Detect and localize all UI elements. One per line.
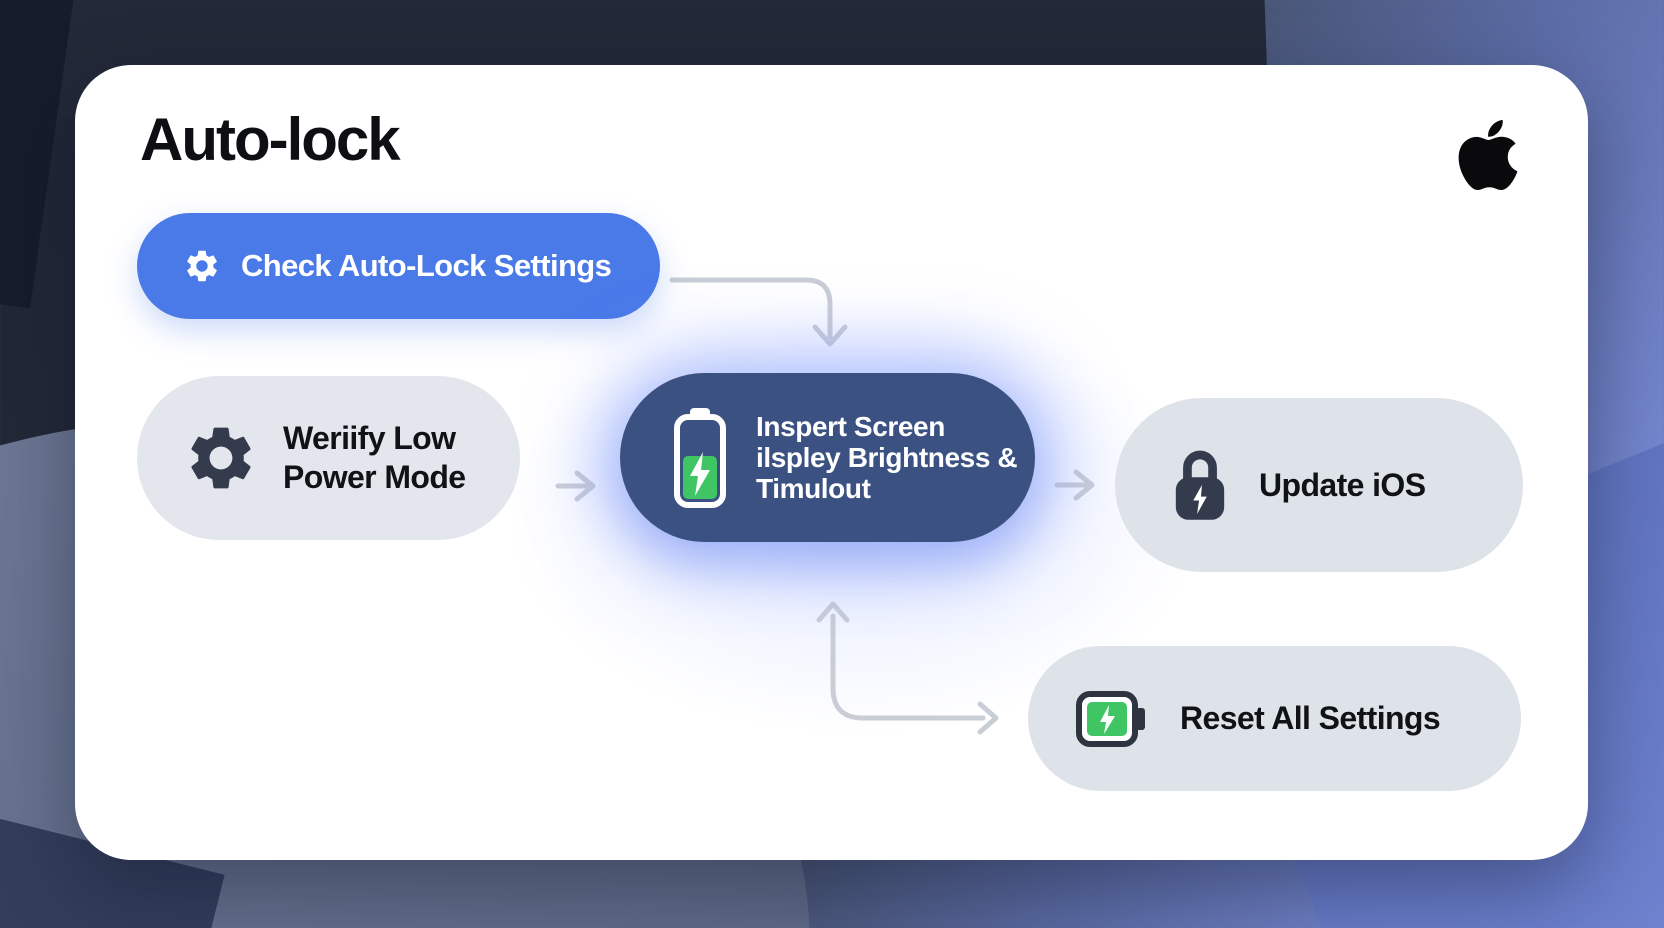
battery-vertical-icon	[674, 407, 726, 508]
connector-inspect-to-update-arrowhead-right	[1073, 469, 1095, 501]
node-label-line1: Weriify Low	[283, 420, 456, 456]
page-title: Auto-lock	[140, 106, 401, 173]
gear-icon	[187, 250, 217, 282]
node-update-ios[interactable]: Update iOS	[1115, 398, 1523, 572]
node-label-line3: Timulout	[756, 473, 871, 504]
connector-arrows	[555, 277, 1095, 735]
connector-inspect-reset-arrowhead-right	[977, 701, 999, 735]
node-label: Update iOS	[1259, 466, 1426, 503]
gear-icon	[191, 427, 251, 489]
battery-horizontal-icon	[1076, 690, 1145, 747]
node-label-line2: Power Mode	[283, 459, 466, 495]
lock-bolt-icon	[1175, 450, 1225, 520]
connector-check-to-inspect-arrowhead-down	[812, 324, 848, 347]
infographic-card: Auto-lock Check Auto-Lock Settings Werii…	[75, 65, 1588, 860]
connector-check-to-inspect	[669, 277, 833, 340]
node-inspect-screen-brightness-timeout[interactable]: Inspert Screen ilspley Brightness & Timu…	[620, 373, 1035, 542]
apple-logo-icon	[1458, 120, 1518, 190]
node-label-line2: ilspley Brightness &	[756, 442, 1018, 473]
connector-inspect-reset-arrowhead-up	[816, 601, 850, 623]
node-reset-all-settings[interactable]: Reset All Settings	[1028, 646, 1521, 791]
node-label: Weriify Low Power Mode	[283, 419, 466, 497]
connector-verify-to-inspect-arrowhead-right	[574, 470, 596, 502]
node-label: Check Auto-Lock Settings	[241, 248, 612, 283]
node-label-line1: Inspert Screen	[756, 411, 945, 442]
node-label: Reset All Settings	[1180, 700, 1441, 736]
node-check-auto-lock-settings[interactable]: Check Auto-Lock Settings	[137, 213, 660, 319]
node-verify-low-power-mode[interactable]: Weriify Low Power Mode	[137, 376, 520, 540]
node-label: Inspert Screen ilspley Brightness & Timu…	[756, 411, 1018, 504]
connector-inspect-reset	[830, 613, 986, 721]
